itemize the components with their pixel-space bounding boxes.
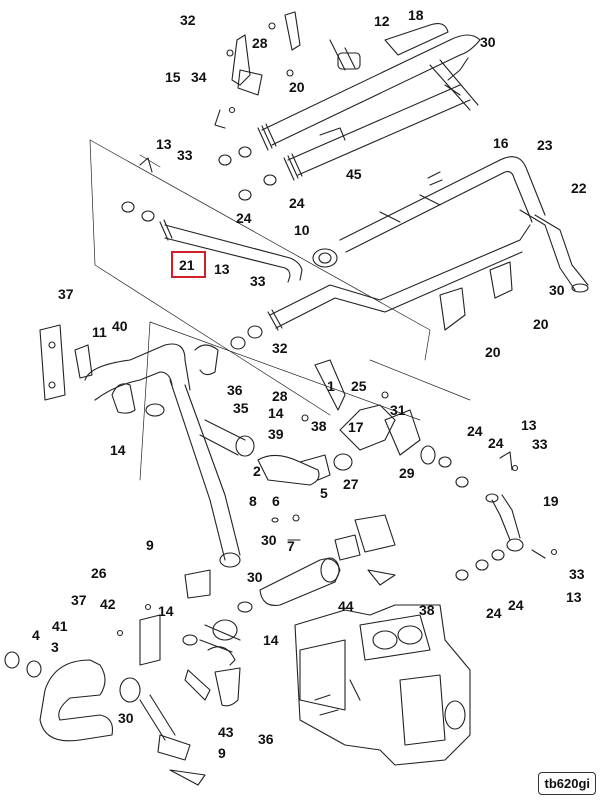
callout-14-mid: 14	[268, 405, 284, 421]
callout-44: 44	[338, 598, 354, 614]
callout-18: 18	[408, 7, 424, 23]
callout-8: 8	[249, 493, 257, 509]
callout-9-bottom: 9	[218, 745, 226, 761]
callout-30-bottom: 30	[118, 710, 134, 726]
callout-20-mid: 20	[485, 344, 501, 360]
callout-13-mid: 13	[214, 261, 230, 277]
callout-37-bottom: 37	[71, 592, 87, 608]
callout-17: 17	[348, 419, 364, 435]
callout-40: 40	[112, 318, 128, 334]
clamp-rings-left	[122, 147, 276, 349]
callout-28-mid: 28	[272, 388, 288, 404]
callout-21-highlighted[interactable]: 21	[179, 257, 195, 273]
callout-34: 34	[191, 69, 207, 85]
callout-42: 42	[100, 596, 116, 612]
callout-31: 31	[390, 402, 406, 418]
right-tube-23	[340, 157, 588, 292]
callout-32-mid: 32	[272, 340, 288, 356]
callout-20-top: 20	[289, 79, 305, 95]
callout-24-c: 24	[467, 423, 483, 439]
top-brackets	[215, 12, 300, 128]
callout-30-mid-b: 30	[247, 569, 263, 585]
callout-24-f: 24	[508, 597, 524, 613]
engine-block	[295, 605, 470, 765]
callout-28-top: 28	[252, 35, 268, 51]
callout-41: 41	[52, 618, 68, 634]
callout-5: 5	[320, 485, 328, 501]
callout-14-left: 14	[110, 442, 126, 458]
callout-27: 27	[343, 476, 359, 492]
callout-1: 1	[327, 378, 335, 394]
callout-30-right: 30	[549, 282, 565, 298]
callout-19: 19	[543, 493, 559, 509]
callout-29: 29	[399, 465, 415, 481]
callout-13-upper: 13	[156, 136, 172, 152]
left-exhaust-pipe	[40, 325, 240, 567]
callout-16: 16	[493, 135, 509, 151]
callout-24-e: 24	[486, 605, 502, 621]
callout-26: 26	[91, 565, 107, 581]
callout-14-bottom: 14	[263, 632, 279, 648]
brackets-20	[440, 262, 512, 330]
callout-3: 3	[51, 639, 59, 655]
callout-9-mid: 9	[146, 537, 154, 553]
callout-13-bottom: 13	[566, 589, 582, 605]
callout-22: 22	[571, 180, 587, 196]
callout-33-bottom: 33	[569, 566, 585, 582]
callout-33-upper: 33	[177, 147, 193, 163]
callout-15: 15	[165, 69, 181, 85]
callout-10: 10	[294, 222, 310, 238]
callout-24-a: 24	[236, 210, 252, 226]
figure-id-tag: tb620gi	[538, 772, 596, 795]
muffler-center	[200, 360, 435, 485]
middle-tube	[160, 220, 530, 330]
boundary-lines	[89, 139, 471, 481]
callout-38-bottom: 38	[419, 602, 435, 618]
callout-30-mid-a: 30	[261, 532, 277, 548]
callout-20-right: 20	[533, 316, 549, 332]
callout-36-mid: 36	[227, 382, 243, 398]
callout-37-left: 37	[58, 286, 74, 302]
callout-39: 39	[268, 426, 284, 442]
callout-30-top: 30	[480, 34, 496, 50]
lower-left-muffler	[5, 602, 252, 785]
callout-4: 4	[32, 627, 40, 643]
callout-35: 35	[233, 400, 249, 416]
callout-13-right: 13	[521, 417, 537, 433]
callout-6: 6	[272, 493, 280, 509]
callout-32-top: 32	[180, 12, 196, 28]
tube-19	[439, 452, 557, 580]
callout-25: 25	[351, 378, 367, 394]
callout-14-lower: 14	[158, 603, 174, 619]
callout-7: 7	[287, 538, 295, 554]
top-cross-tube	[258, 24, 480, 180]
callout-24-d: 24	[488, 435, 504, 451]
callout-33-mid: 33	[250, 273, 266, 289]
callout-36-bottom: 36	[258, 731, 274, 747]
highlight-box	[171, 251, 206, 278]
callout-45: 45	[346, 166, 362, 182]
callout-11: 11	[92, 324, 107, 340]
callout-38-mid: 38	[311, 418, 327, 434]
callout-33-right: 33	[532, 436, 548, 452]
callout-2: 2	[253, 463, 261, 479]
callout-43: 43	[218, 724, 234, 740]
callout-23: 23	[537, 137, 553, 153]
center-flanges	[185, 515, 395, 605]
callout-12: 12	[374, 13, 390, 29]
callout-24-b: 24	[289, 195, 305, 211]
